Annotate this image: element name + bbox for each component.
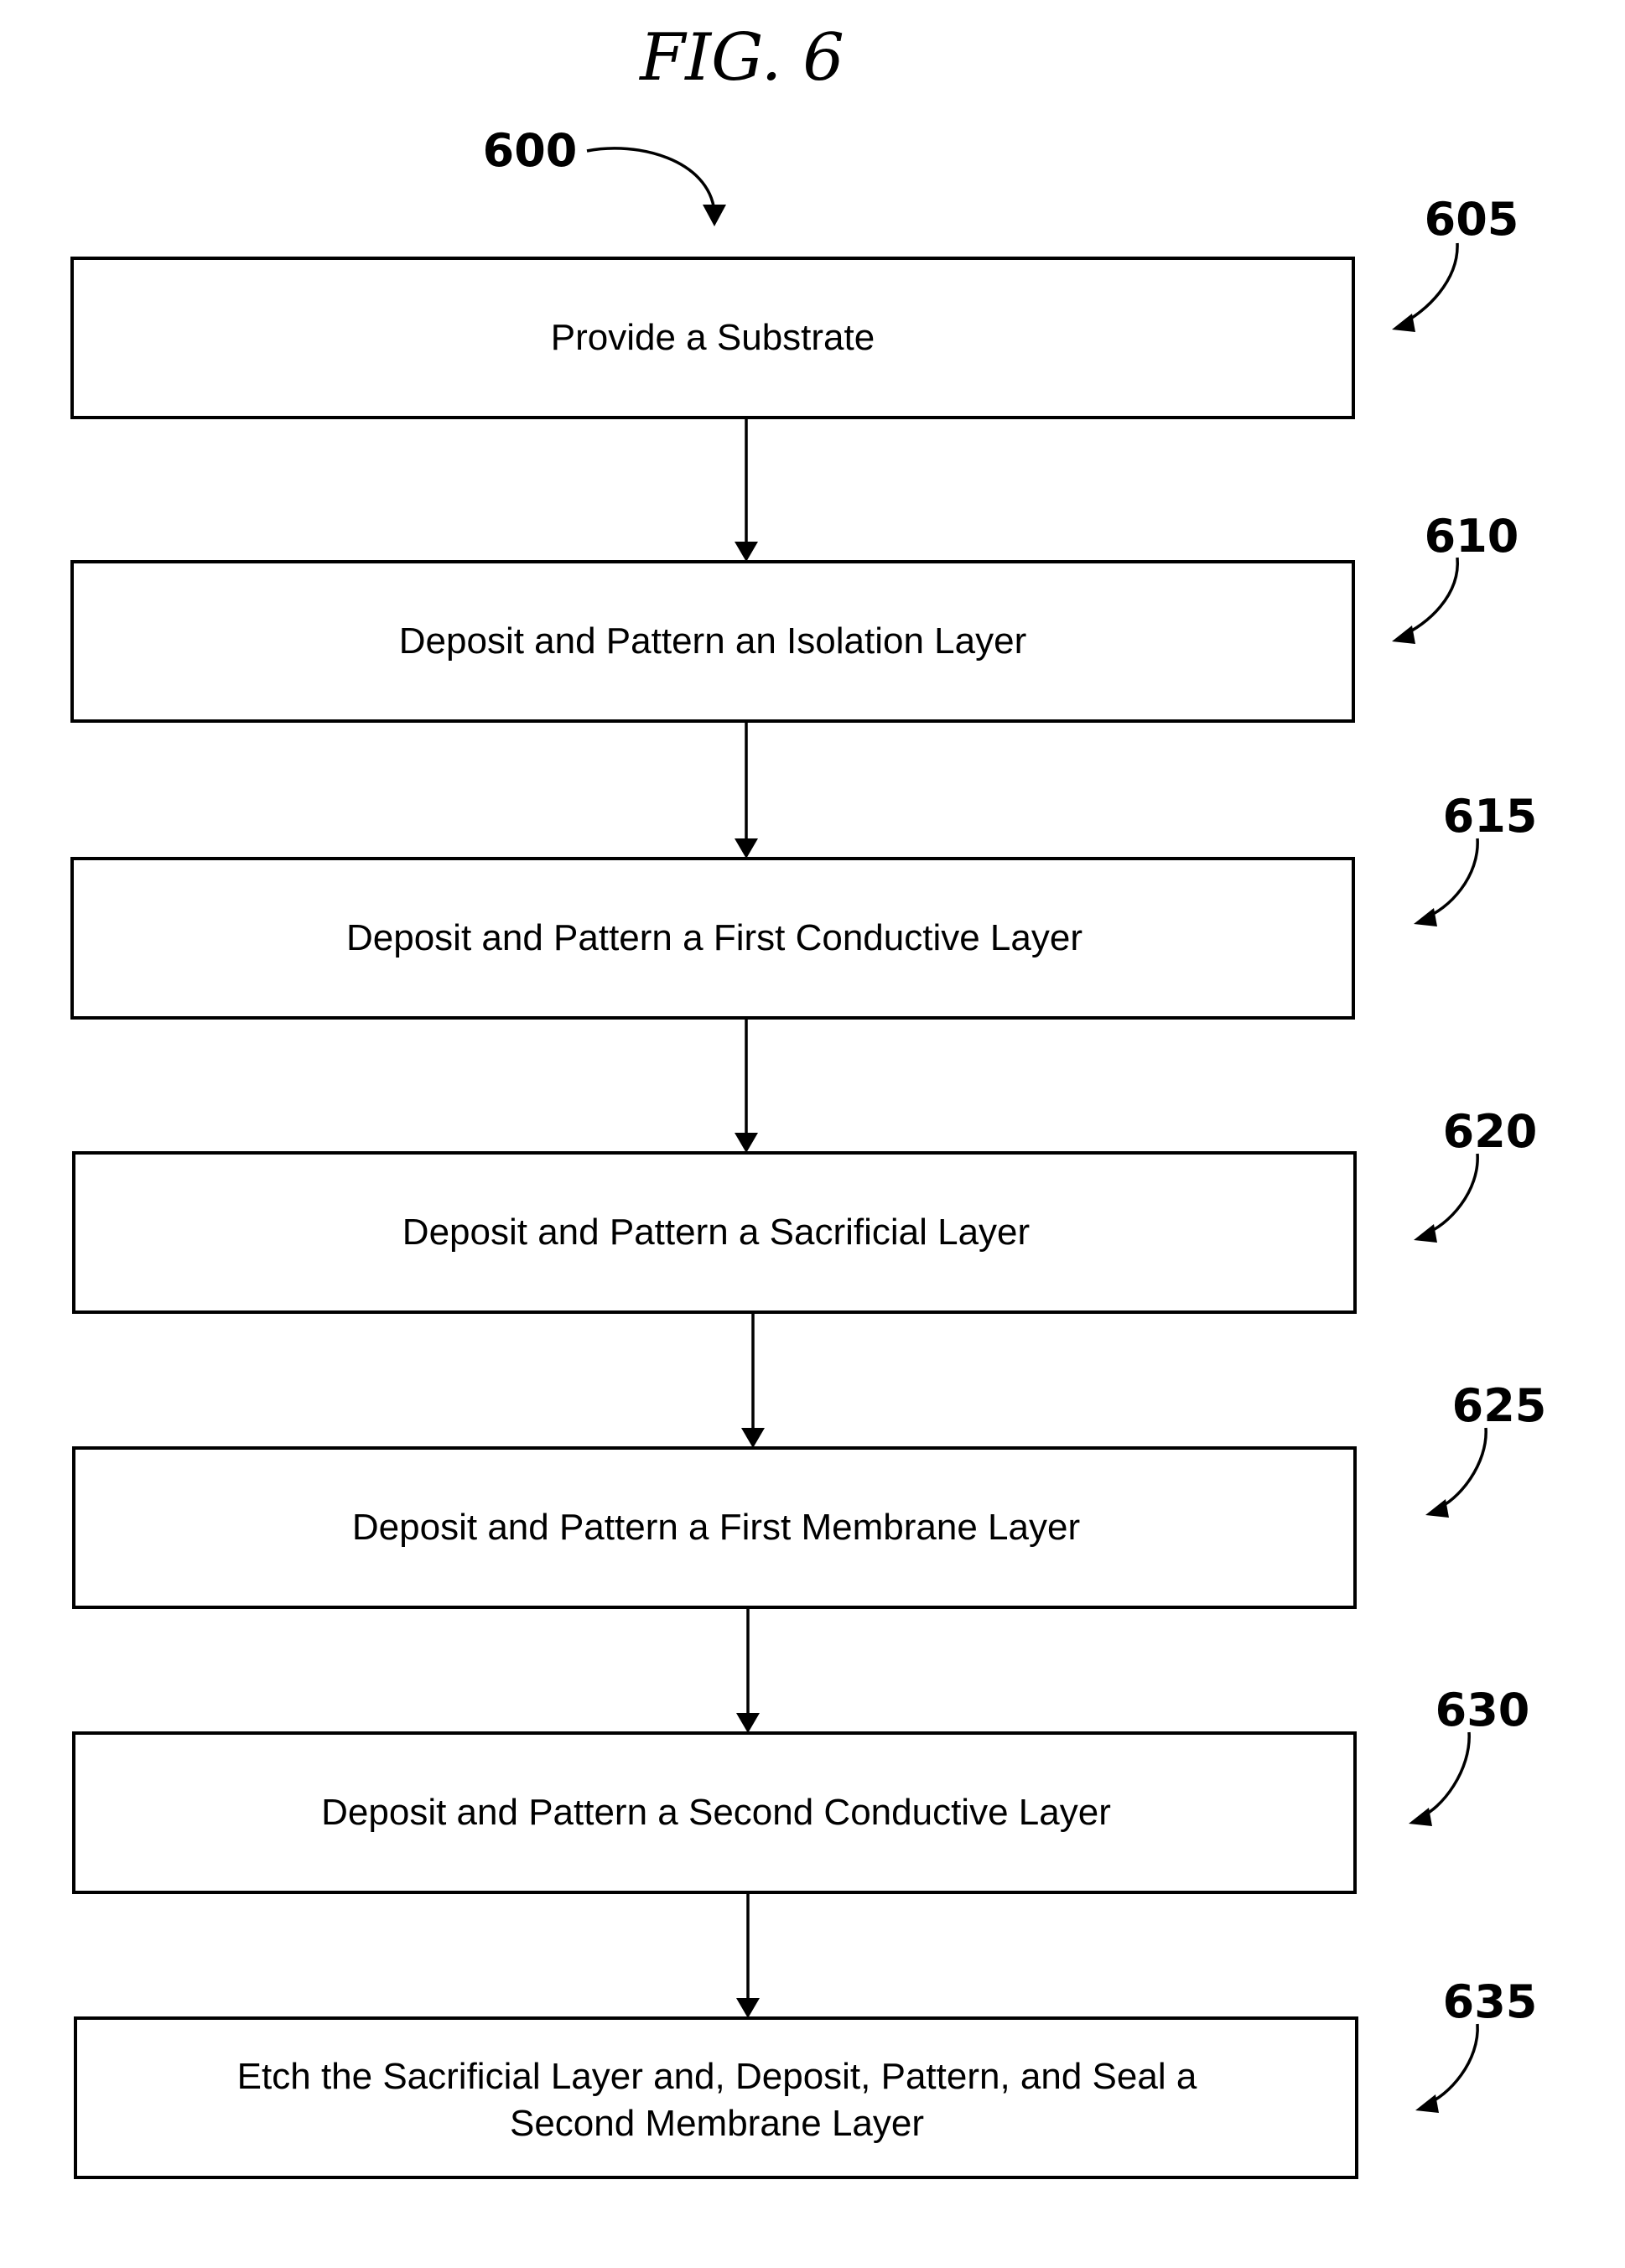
connector-arrow-610-615	[735, 721, 758, 859]
step-box-610	[70, 560, 1355, 723]
step-box-635	[74, 2016, 1358, 2179]
leader-arrow-635	[1415, 2023, 1479, 2113]
step-text-635-line-1: Etch the Sacrificial Layer and, Deposit,…	[237, 2056, 1197, 2097]
step-ref-625: 625	[1452, 1379, 1547, 1432]
leader-arrow-605	[1392, 242, 1459, 332]
connector-arrow-620-625	[741, 1312, 765, 1448]
leader-arrow-625	[1425, 1427, 1487, 1518]
step-box-625	[72, 1446, 1357, 1609]
step-ref-635: 635	[1443, 1975, 1538, 2028]
step-ref-605: 605	[1425, 193, 1519, 246]
step-text-615: Deposit and Pattern a First Conductive L…	[346, 917, 1082, 958]
leader-arrow-620	[1414, 1153, 1479, 1243]
figure-title: FIG. 6	[638, 20, 844, 96]
leader-arrow-615	[1414, 838, 1479, 926]
step-text-635-line-2: Second Membrane Layer	[510, 2103, 924, 2144]
connector-arrow-605-610	[735, 418, 758, 562]
step-text-630: Deposit and Pattern a Second Conductive …	[321, 1792, 1111, 1833]
leader-arrow-610	[1392, 557, 1459, 644]
step-box-630	[72, 1731, 1357, 1894]
step-text-605: Provide a Substrate	[551, 317, 875, 358]
step-text-620: Deposit and Pattern a Sacrificial Layer	[402, 1212, 1030, 1253]
step-box-615	[70, 857, 1355, 1020]
step-ref-610: 610	[1425, 510, 1519, 563]
step-text-625: Deposit and Pattern a First Membrane Lay…	[352, 1507, 1080, 1548]
process-ref-label: 600	[483, 124, 578, 177]
process-ref-arrow	[586, 147, 726, 226]
connector-arrow-630-635	[736, 1892, 760, 2018]
step-box-605	[70, 257, 1355, 419]
step-text-610: Deposit and Pattern an Isolation Layer	[399, 620, 1026, 662]
leader-arrow-630	[1409, 1731, 1471, 1826]
step-box-620	[72, 1151, 1357, 1314]
connector-arrow-625-630	[736, 1607, 760, 1733]
connector-arrow-615-620	[735, 1018, 758, 1153]
step-ref-615: 615	[1443, 790, 1538, 843]
step-ref-630: 630	[1436, 1684, 1530, 1736]
step-ref-620: 620	[1443, 1105, 1538, 1158]
